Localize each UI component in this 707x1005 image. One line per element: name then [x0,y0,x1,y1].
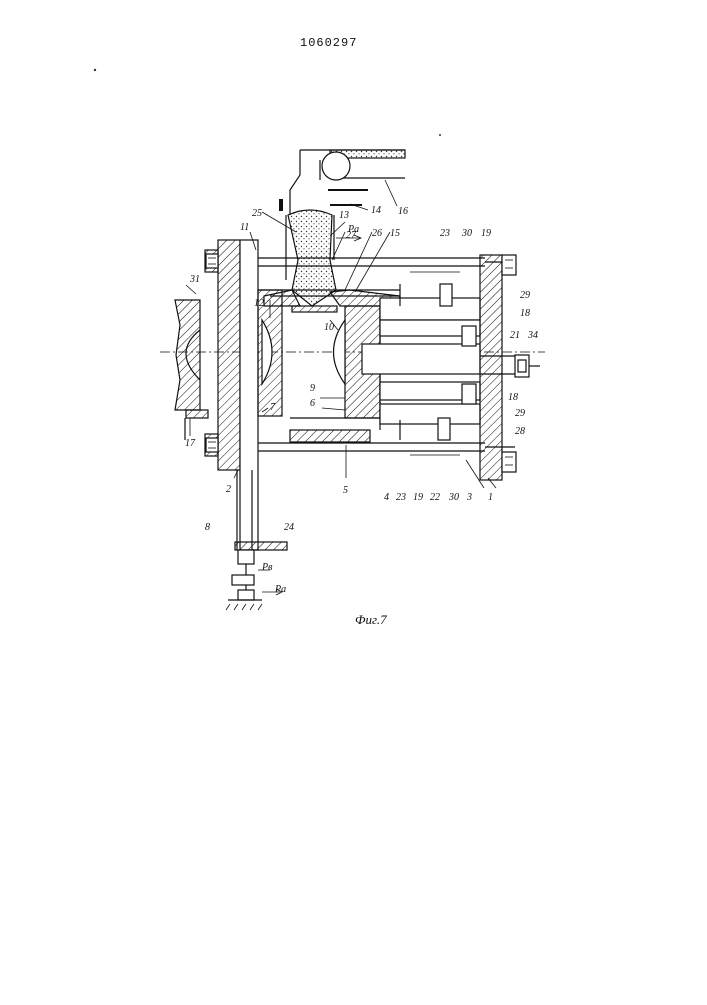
bottom-plate [290,430,370,442]
scan-speck [439,134,441,136]
callout-12: 12 [254,298,264,309]
flow-label-pa-top: Pa [347,224,359,235]
callout-19-bottom: 19 [413,492,423,503]
flow-label-pa-bottom: Pa [274,584,286,595]
callout-29-bottom: 29 [515,408,525,419]
callout-8: 8 [205,522,210,533]
callout-18-bottom: 18 [508,392,518,403]
part-31 [175,300,208,440]
callout-30-bottom: 30 [448,492,459,503]
callout-26: 26 [372,228,382,239]
callout-3: 3 [466,492,472,503]
callout-16: 16 [398,206,408,217]
callout-1: 1 [488,492,493,503]
callout-31: 31 [189,274,200,285]
callout-21: 21 [510,330,520,341]
callout-9: 9 [310,383,315,394]
patent-number: 1060297 [300,36,357,50]
callout-24: 24 [284,522,294,533]
callout-19-top: 19 [481,228,491,239]
callout-6: 6 [310,398,315,409]
callout-18-top: 18 [520,308,530,319]
left-plate [205,240,258,550]
callout-30-top: 30 [461,228,472,239]
callout-13: 13 [339,210,349,221]
bottom-linkage [226,542,287,610]
left-bolts [206,254,218,452]
callout-23-bottom: 23 [396,492,406,503]
callout-10: 10 [324,322,334,333]
callout-25: 25 [252,208,262,219]
callout-28: 28 [515,426,525,437]
callout-2: 2 [226,484,231,495]
figure-caption: Фиг.7 [355,612,387,627]
right-plate [480,255,516,480]
callout-22: 22 [430,492,440,503]
callout-14: 14 [371,205,381,216]
flow-label-pv: Pв [261,562,273,573]
callout-34: 34 [527,330,538,341]
callout-23-top: 23 [440,228,450,239]
callout-29-top: 29 [520,290,530,301]
scan-speck [94,69,96,71]
callout-11: 11 [240,222,249,233]
callout-4: 4 [384,492,389,503]
callout-15: 15 [390,228,400,239]
callout-17: 17 [185,438,196,449]
callout-5: 5 [343,485,348,496]
